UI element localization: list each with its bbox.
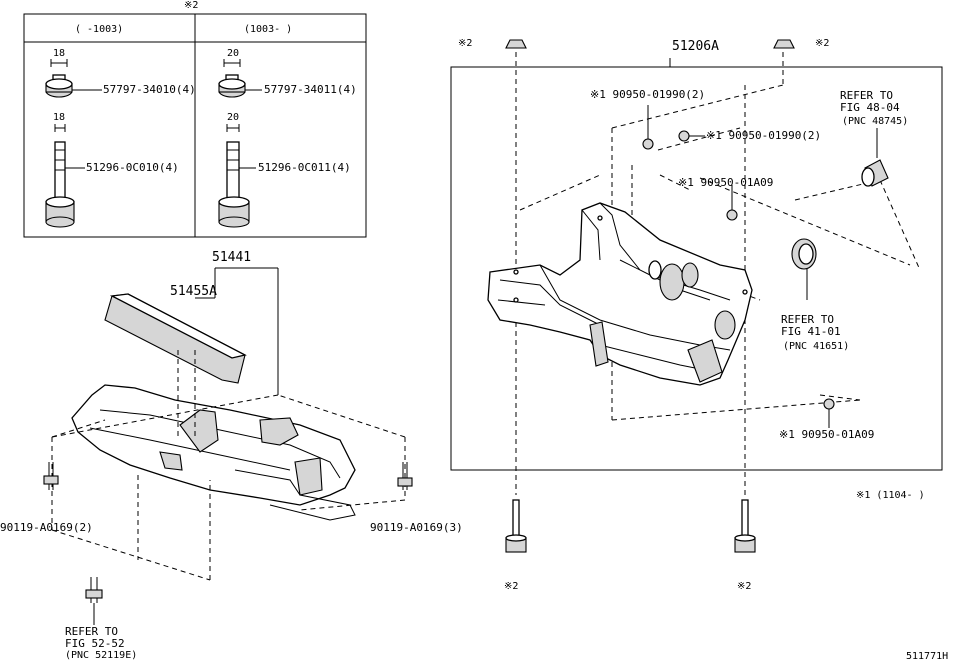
refer-note: (PNC 52119E) <box>65 650 138 661</box>
footnote: ※1 (1104- ) <box>856 490 925 501</box>
nut-icon <box>218 59 246 98</box>
note-mark: ※2 <box>815 38 830 49</box>
part-number: 90119-A0169(3) <box>370 521 463 534</box>
note-mark: ※2 <box>737 581 752 592</box>
dimension-label: 18 <box>53 112 66 123</box>
refer-note: REFER TO <box>840 89 893 102</box>
refer-note: (PNC 48745) <box>842 116 909 127</box>
part-number: ※1 90950-01A09 <box>678 176 774 189</box>
inset-table <box>23 13 367 238</box>
diagram-id: 511771H <box>906 651 949 662</box>
note-mark: ※2 <box>504 581 519 592</box>
part-number: 51441 <box>212 250 252 265</box>
part-number: 51206A <box>672 39 719 54</box>
bolt-icon <box>43 462 59 490</box>
refer-note: FIG 52-52 <box>65 637 125 650</box>
note-mark: ※2 <box>458 38 473 49</box>
refer-note: REFER TO <box>65 625 118 638</box>
bolt-icon <box>218 124 250 228</box>
note-mark: ※2 <box>184 0 199 11</box>
dimension-label: 20 <box>227 48 240 59</box>
dimension-label: 20 <box>227 112 240 123</box>
column-header-right: (1003- ) <box>244 24 293 35</box>
refer-note: FIG 48-04 <box>840 101 900 114</box>
part-number: 51296-0C010(4) <box>86 161 179 174</box>
part-number: 51455A <box>170 284 217 299</box>
part-number: 57797-34011(4) <box>264 83 357 96</box>
nut-icon <box>45 59 73 98</box>
refer-note: REFER TO <box>781 313 834 326</box>
bolt-icon <box>45 124 75 228</box>
column-header-left: ( -1003) <box>75 24 124 35</box>
refer-note: (PNC 41651) <box>783 341 850 352</box>
part-number: 57797-34010(4) <box>103 83 196 96</box>
dimension-label: 18 <box>53 48 66 59</box>
bolt-icon <box>85 577 103 625</box>
part-number: ※1 90950-01A09 <box>779 428 875 441</box>
bolt-icon <box>397 462 413 490</box>
part-number: ※1 90950-01990(2) <box>590 88 706 101</box>
part-number: 90119-A0169(2) <box>0 521 93 534</box>
refer-note: FIG 41-01 <box>781 325 841 338</box>
frame-assembly <box>450 39 943 553</box>
under-cover-assembly <box>51 267 406 581</box>
part-number: ※1 90950-01990(2) <box>706 129 822 142</box>
part-number: 51296-0C011(4) <box>258 161 351 174</box>
